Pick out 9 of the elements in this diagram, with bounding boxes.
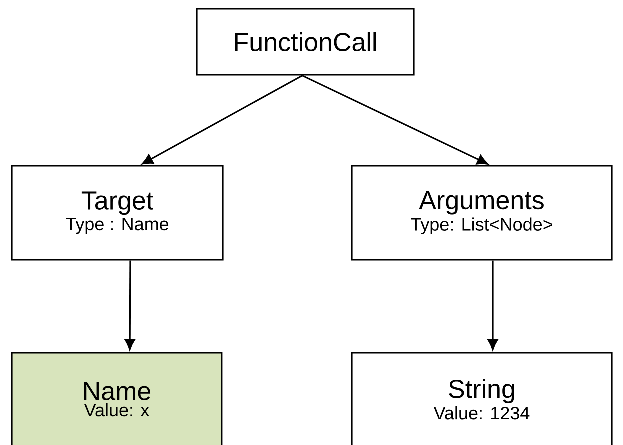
process-box: Name Value: x [11,352,223,445]
process-box: String Value: 1234 [351,352,613,445]
process-box: FunctionCall [196,8,415,76]
arrow [142,75,303,165]
arrow [302,75,488,165]
process-box: Target Type : Name [11,165,224,261]
process-box: Arguments Type: List<Node> [351,165,613,261]
arrow [124,260,136,350]
arrow [488,260,498,350]
